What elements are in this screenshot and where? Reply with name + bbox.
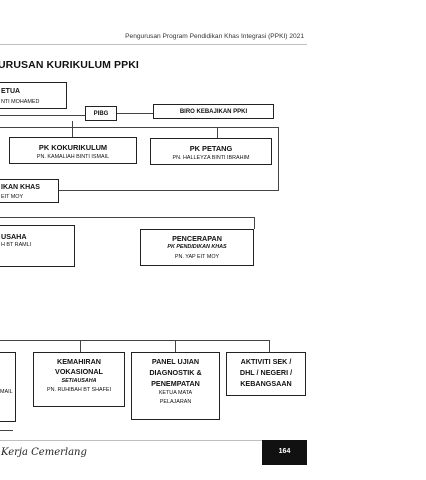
panel-ujian-box: PANEL UJIAN DIAGNOSTIK & PENEMPATAN KETU…: [131, 352, 220, 420]
chart-title: URUSAN KURIKULUM PPKI: [0, 59, 139, 71]
setiausaha-title: USAHA: [1, 232, 27, 241]
kemahiran-name: PN. RUHIBAH BT SHAFEI: [46, 387, 111, 393]
page-header: Pengurusan Program Pendidikan Khas Integ…: [125, 33, 304, 40]
panel-title-3: PENEMPATAN: [151, 379, 200, 388]
biro-kebajikan-box: BIRO KEBAJIKAN PPKI: [153, 104, 274, 119]
left-partial-name: MAIL: [0, 389, 13, 395]
aktiviti-title-2: DHL / NEGERI /: [239, 368, 293, 377]
footer-divider: [0, 440, 307, 441]
line-to-kemahiran: [80, 340, 81, 352]
pk-kokurikulum-box: PK KOKURIKULUM PN. KAMALIAH BINTI ISMAIL: [9, 137, 137, 164]
pk-kokurikulum-name: PN. KAMALIAH BINTI ISMAIL: [36, 154, 110, 160]
setiausaha-name: H BT RAMLI: [1, 242, 32, 248]
aktiviti-title-3: KEBANGSAAN: [240, 379, 292, 388]
pencerapan-box: PENCERAPAN PK PENDIDIKAN KHAS PN. YAP EI…: [140, 229, 254, 266]
left-partial-box: MAIL: [0, 352, 16, 422]
header-divider: [0, 44, 307, 45]
pencerapan-role: PK PENDIDIKAN KHAS: [167, 244, 227, 250]
panel-role-1: KETUA MATA: [158, 390, 193, 396]
line-main-down: [72, 121, 73, 128]
footer-motto: Kerja Cemerlang: [1, 447, 87, 458]
left-partial-line: [0, 430, 13, 431]
panel-role-2: PELAJARAN: [159, 399, 192, 405]
line-branch-top: [0, 127, 279, 128]
line-to-pencerapan: [254, 217, 255, 229]
page-number: 164: [262, 440, 307, 465]
pk-petang-title: PK PETANG: [189, 144, 233, 153]
pencerapan-name: PN. YAP EIT MOY: [174, 254, 220, 260]
kemahiran-title-1: KEMAHIRAN: [57, 357, 101, 366]
pibg-title: PIBG: [93, 111, 109, 117]
aktiviti-box: AKTIVITI SEK / DHL / NEGERI / KEBANGSAAN: [226, 352, 306, 396]
ketua-box: ETUA NTI MOHAMED: [0, 82, 67, 109]
line-to-aktiviti: [269, 340, 270, 352]
line-to-kokurikulum: [72, 127, 73, 137]
pk-petang-box: PK PETANG PN. HALLEYZA BINTI IBRAHIM: [150, 138, 272, 165]
panel-title-2: DIAGNOSTIK &: [149, 368, 202, 377]
pk-kokurikulum-title: PK KOKURIKULUM: [38, 143, 108, 152]
aktiviti-title-1: AKTIVITI SEK /: [240, 357, 292, 366]
ketua-title: ETUA: [1, 88, 21, 95]
pibg-box: PIBG: [85, 106, 117, 121]
line-ketua-pibg: [0, 115, 85, 116]
pk-khas-title: IKAN KHAS: [1, 184, 40, 191]
line-to-pkkhas: [59, 190, 279, 191]
kemahiran-vokasional-box: KEMAHIRAN VOKASIONAL SETIAUSAHA PN. RUHI…: [33, 352, 125, 407]
pk-petang-name: PN. HALLEYZA BINTI IBRAHIM: [172, 155, 250, 161]
pk-khas-box: IKAN KHAS EIT MOY: [0, 179, 59, 203]
ketua-name: NTI MOHAMED: [1, 99, 40, 105]
line-branch-mid: [0, 217, 255, 218]
biro-kebajikan-title: BIRO KEBAJIKAN PPKI: [179, 109, 248, 115]
kemahiran-role: SETIAUSAHA: [61, 378, 97, 384]
line-right-vertical: [278, 127, 279, 191]
line-bottom-bus: [0, 340, 270, 341]
pencerapan-title: PENCERAPAN: [172, 234, 222, 243]
panel-title-1: PANEL UJIAN: [151, 357, 200, 366]
kemahiran-title-2: VOKASIONAL: [55, 367, 103, 376]
line-to-petang: [217, 127, 218, 138]
line-pibg-biro: [117, 113, 153, 114]
setiausaha-box: USAHA H BT RAMLI: [0, 225, 75, 267]
pk-khas-name: EIT MOY: [1, 194, 24, 200]
line-to-panel: [175, 340, 176, 352]
